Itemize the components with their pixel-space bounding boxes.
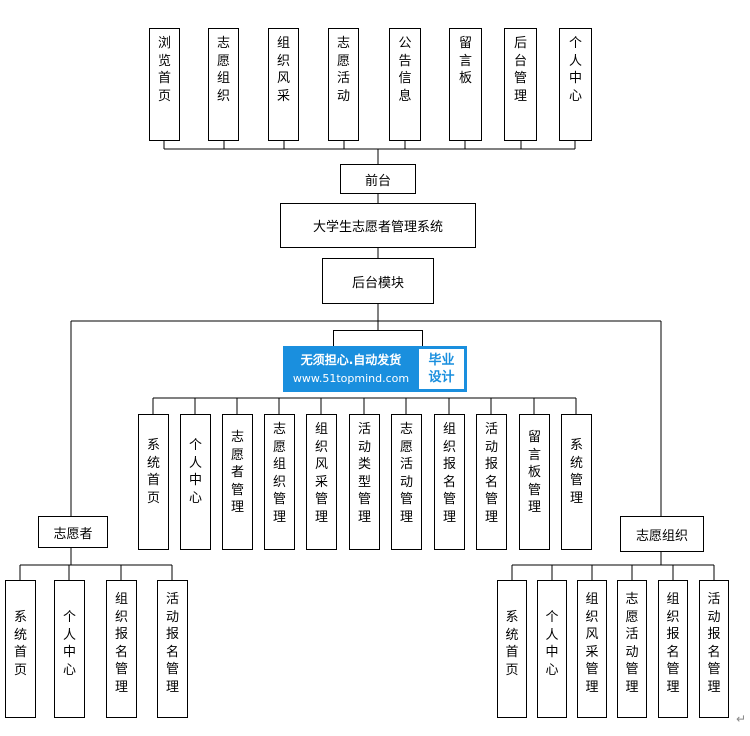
volunteer-module-label: 个 人 中 心 bbox=[62, 610, 76, 678]
system-title-box: 大学生志愿者管理系统 bbox=[280, 203, 476, 248]
backend-module-box: 系 统 管 理 bbox=[561, 414, 592, 550]
watermark-badge-line1: 毕业 bbox=[428, 353, 455, 368]
backend-module-box: 组 织 风 采 管 理 bbox=[306, 414, 337, 550]
backend-module-label: 志 愿 者 管 理 bbox=[230, 430, 244, 515]
backend-module-label: 志 愿 组 织 管 理 bbox=[272, 422, 286, 525]
volunteer-module-label: 活 动 报 名 管 理 bbox=[165, 592, 179, 695]
frontend-module-box: 公 告 信 息 bbox=[389, 28, 421, 141]
org-module-box: 活 动 报 名 管 理 bbox=[699, 580, 729, 718]
frontend-box: 前台 bbox=[340, 164, 416, 194]
org-box: 志愿组织 bbox=[620, 516, 704, 552]
frontend-module-box: 组 织 风 采 bbox=[268, 28, 299, 141]
backend-module-box: 组 织 报 名 管 理 bbox=[434, 414, 465, 550]
org-module-box: 个 人 中 心 bbox=[537, 580, 567, 718]
paragraph-return-mark: ↵ bbox=[736, 712, 747, 726]
watermark-logo: 无须担心.自动发货 www.51topmind.com 毕业 设计 bbox=[283, 346, 467, 392]
volunteer-module-box: 系 统 首 页 bbox=[5, 580, 36, 718]
org-module-label: 活 动 报 名 管 理 bbox=[707, 592, 721, 695]
frontend-module-label: 组 织 风 采 bbox=[276, 36, 290, 104]
frontend-module-box: 个 人 中 心 bbox=[559, 28, 592, 141]
frontend-module-box: 留 言 板 bbox=[449, 28, 482, 141]
backend-module-label: 组 织 风 采 管 理 bbox=[314, 422, 328, 525]
backend-module-box: 志 愿 者 管 理 bbox=[222, 414, 253, 550]
frontend-module-label: 后 台 管 理 bbox=[513, 36, 527, 104]
frontend-module-box: 浏 览 首 页 bbox=[149, 28, 180, 141]
org-module-box: 志 愿 活 动 管 理 bbox=[617, 580, 647, 718]
watermark-badge-line2: 设计 bbox=[428, 370, 455, 385]
watermark-line1: 无须担心.自动发货 bbox=[300, 353, 402, 367]
org-module-label: 组 织 风 采 管 理 bbox=[585, 592, 599, 695]
volunteer-module-box: 活 动 报 名 管 理 bbox=[157, 580, 188, 718]
frontend-module-label: 志 愿 活 动 bbox=[336, 36, 350, 104]
backend-module-label: 留 言 板 管 理 bbox=[527, 430, 541, 515]
frontend-module-label: 浏 览 首 页 bbox=[157, 36, 171, 104]
org-module-box: 组 织 报 名 管 理 bbox=[658, 580, 688, 718]
volunteer-box: 志愿者 bbox=[38, 516, 108, 548]
volunteer-module-label: 系 统 首 页 bbox=[13, 610, 27, 678]
backend-module-box: 活 动 类 型 管 理 bbox=[349, 414, 380, 550]
org-module-box: 系 统 首 页 bbox=[497, 580, 527, 718]
org-module-label: 个 人 中 心 bbox=[545, 610, 559, 678]
org-module-box: 组 织 风 采 管 理 bbox=[577, 580, 607, 718]
backend-module-label: 活 动 类 型 管 理 bbox=[357, 422, 371, 525]
backend-module-box: 志 愿 组 织 管 理 bbox=[264, 414, 295, 550]
backend-module-label: 组 织 报 名 管 理 bbox=[442, 422, 456, 525]
backend-module-label: 志 愿 活 动 管 理 bbox=[399, 422, 413, 525]
frontend-module-label: 志 愿 组 织 bbox=[216, 36, 230, 104]
backend-module-box: 志 愿 活 动 管 理 bbox=[391, 414, 422, 550]
backend-module-box: 个 人 中 心 bbox=[180, 414, 211, 550]
org-module-label: 志 愿 活 动 管 理 bbox=[625, 592, 639, 695]
backend-module-label: 系 统 管 理 bbox=[569, 438, 583, 506]
watermark-line2: www.51topmind.com bbox=[292, 372, 410, 385]
backend-module-label: 系 统 首 页 bbox=[146, 438, 160, 506]
backend-module-box: 系 统 首 页 bbox=[138, 414, 169, 550]
backend-label: 后台模块 bbox=[351, 275, 404, 291]
org-module-label: 组 织 报 名 管 理 bbox=[666, 592, 680, 695]
backend-module-box: 活 动 报 名 管 理 bbox=[476, 414, 507, 550]
frontend-module-label: 个 人 中 心 bbox=[568, 36, 582, 104]
backend-box: 后台模块 bbox=[322, 258, 434, 304]
frontend-label: 前台 bbox=[364, 173, 391, 189]
frontend-module-label: 公 告 信 息 bbox=[398, 36, 412, 104]
frontend-module-box: 后 台 管 理 bbox=[504, 28, 537, 141]
volunteer-module-box: 个 人 中 心 bbox=[54, 580, 85, 718]
frontend-module-box: 志 愿 活 动 bbox=[328, 28, 359, 141]
backend-module-label: 活 动 报 名 管 理 bbox=[484, 422, 498, 525]
backend-module-box: 留 言 板 管 理 bbox=[519, 414, 550, 550]
frontend-module-label: 留 言 板 bbox=[458, 36, 472, 86]
org-label: 志愿组织 bbox=[635, 528, 688, 544]
volunteer-module-label: 组 织 报 名 管 理 bbox=[114, 592, 128, 695]
org-module-label: 系 统 首 页 bbox=[505, 610, 519, 678]
volunteer-module-box: 组 织 报 名 管 理 bbox=[106, 580, 137, 718]
backend-module-label: 个 人 中 心 bbox=[188, 438, 202, 506]
frontend-module-box: 志 愿 组 织 bbox=[208, 28, 239, 141]
system-title: 大学生志愿者管理系统 bbox=[312, 220, 443, 235]
volunteer-label: 志愿者 bbox=[53, 526, 93, 542]
